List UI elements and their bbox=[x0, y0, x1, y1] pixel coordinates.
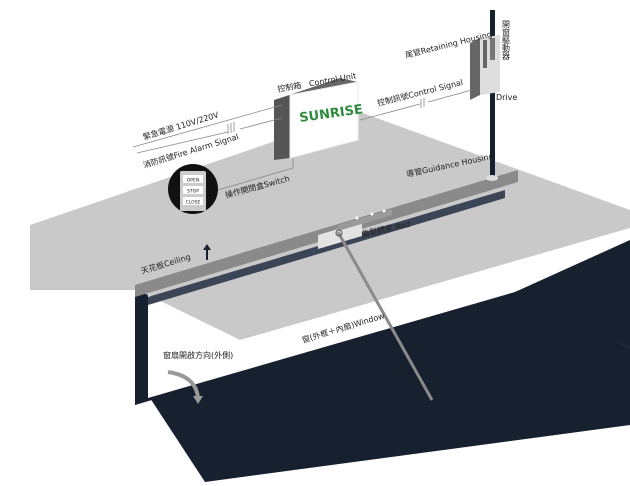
opening-direction-label: 窗扇開啟方向(外側) bbox=[163, 350, 233, 360]
wires bbox=[132, 89, 473, 191]
switch-close-button[interactable]: CLOSE bbox=[186, 200, 201, 206]
window-shadow bbox=[150, 290, 630, 482]
rod-cable bbox=[336, 231, 434, 401]
opening-direction-arrow-icon bbox=[167, 370, 203, 404]
switch-box[interactable]: OPEN STOP CLOSE bbox=[168, 164, 218, 214]
retaining-housing bbox=[470, 35, 500, 100]
drive-label-en: Drive bbox=[496, 93, 517, 102]
control-unit: SUNRISE bbox=[274, 78, 364, 160]
up-arrow-icon bbox=[203, 244, 211, 260]
drive-shaft bbox=[490, 10, 495, 180]
window-opening bbox=[148, 228, 630, 398]
drive-label-zh: 開窗驅動器 bbox=[502, 20, 511, 61]
control-signal-label: 控制訊號Control Signal bbox=[376, 77, 464, 108]
switch-stop-button[interactable]: STOP bbox=[187, 189, 199, 195]
switch-open-button[interactable]: OPEN bbox=[187, 178, 199, 184]
